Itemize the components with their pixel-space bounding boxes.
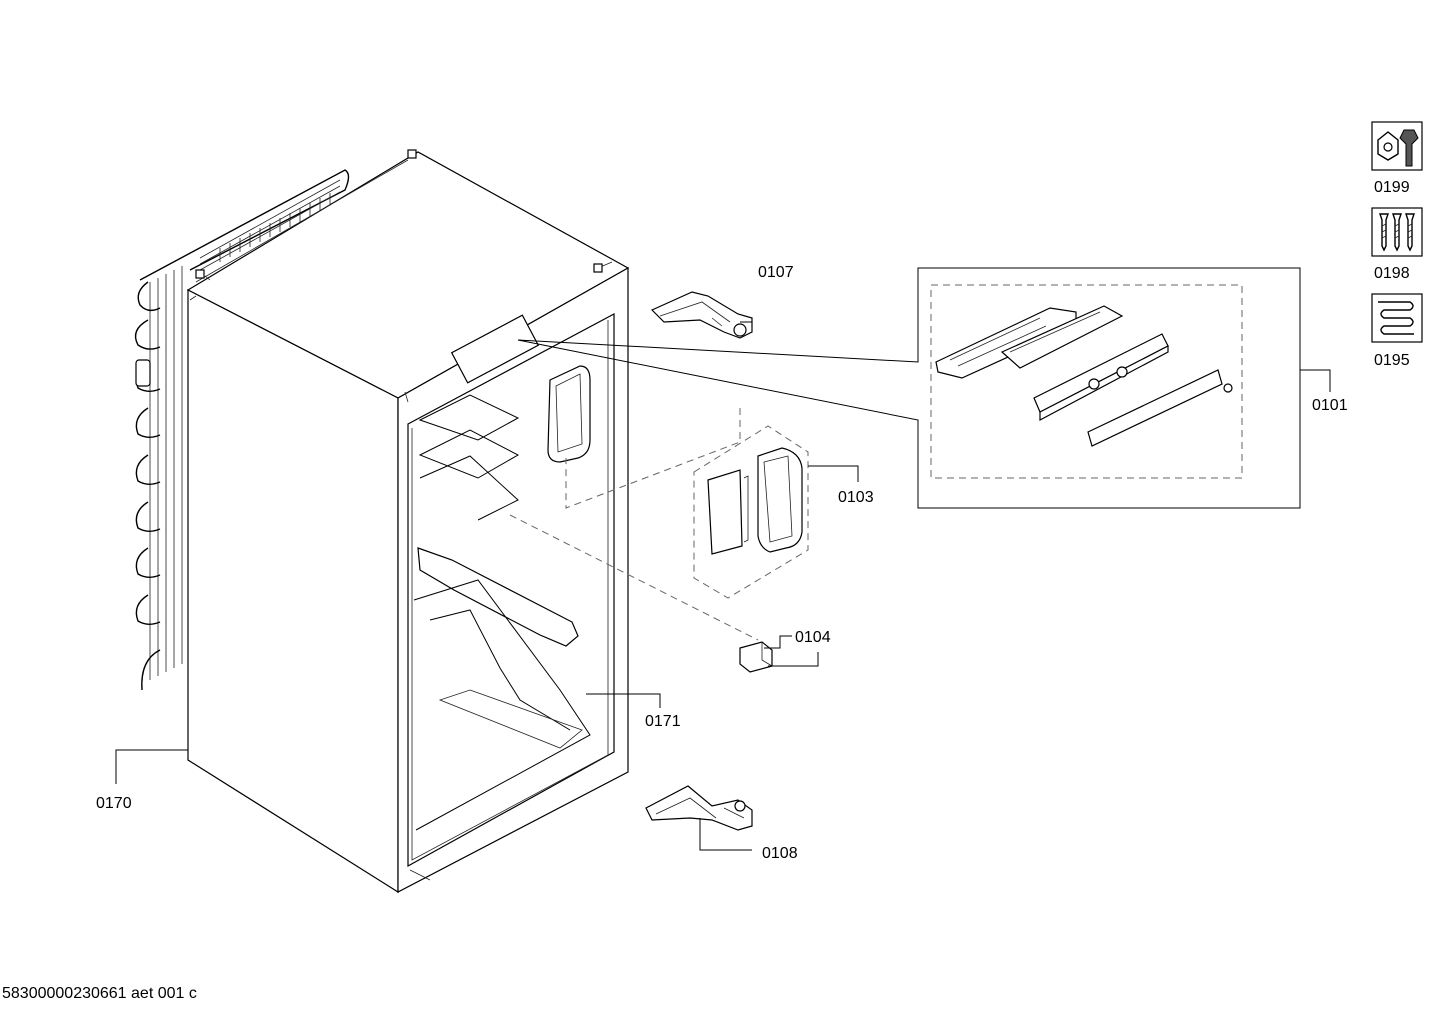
- lower-hinge: [645, 785, 753, 831]
- legend-label-0195: 0195: [1374, 352, 1410, 369]
- legend-label-0198: 0198: [1374, 265, 1410, 282]
- condenser-coil: [134, 169, 350, 691]
- heating-coil-icon: [1371, 293, 1423, 343]
- legend: 0199 0198 0195: [1371, 121, 1423, 369]
- label-0170: 0170: [96, 795, 132, 812]
- label-0108: 0108: [762, 845, 798, 862]
- nut-wrench-icon: [1371, 121, 1423, 171]
- label-0107: 0107: [758, 264, 794, 281]
- label-0171: 0171: [645, 713, 681, 730]
- cabinet-body: [186, 149, 630, 894]
- light-cover-assembly: [707, 447, 803, 555]
- label-0104: 0104: [795, 629, 831, 646]
- drawing-reference-code: 58300000230661 aet 001 c: [2, 985, 197, 1002]
- screws-icon: [1371, 207, 1423, 257]
- label-0101: 0101: [1312, 397, 1348, 414]
- leader-lines: [115, 318, 1331, 851]
- assembly-guide-lines: [509, 284, 1243, 641]
- control-module-detail: [517, 267, 1301, 509]
- label-0103: 0103: [838, 489, 874, 506]
- upper-hinge: [650, 291, 753, 339]
- legend-label-0199: 0199: [1374, 179, 1410, 196]
- light-switch: [739, 641, 773, 673]
